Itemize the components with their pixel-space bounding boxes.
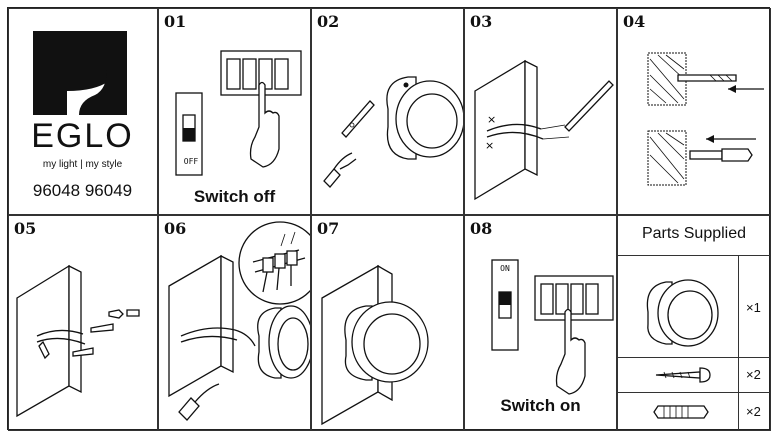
step-06-cell: 06	[158, 215, 311, 431]
step-number: 01	[164, 12, 187, 31]
switch-label: OFF	[183, 157, 199, 166]
step-number: 04	[623, 12, 646, 31]
brand-cell: EGLO my light | my style 96048 96049	[8, 8, 158, 215]
step-number: 06	[164, 219, 187, 238]
step-caption: Switch off	[193, 187, 276, 206]
fixture-disassembly-illustration	[323, 76, 463, 188]
step-number: 02	[317, 12, 340, 31]
switch-on-illustration	[491, 259, 614, 395]
eglo-logo	[33, 31, 127, 115]
step-number: 03	[470, 12, 493, 31]
wire-preparation-illustration: × ×	[474, 59, 614, 201]
screw-icon	[655, 367, 711, 383]
step-number: 07	[317, 219, 340, 238]
step-number: 08	[470, 219, 493, 238]
wiring-connection-illustration	[168, 221, 310, 421]
svg-text:×: ×	[485, 139, 494, 152]
parts-title: Parts Supplied	[641, 225, 747, 242]
qty-wall-plug: ×2	[746, 404, 761, 419]
mounted-fixture-illustration	[321, 264, 429, 426]
switch-label: ON	[500, 264, 510, 273]
step-01-cell: 01 OFF Switch off	[158, 8, 311, 215]
model-numbers: 96048 96049	[32, 181, 133, 200]
parts-supplied-panel: Parts Supplied ×1 ×2 ×2	[617, 215, 771, 431]
mounting-bracket-illustration	[16, 264, 140, 418]
step-caption: Switch on	[500, 396, 581, 415]
wall-lamp-icon	[646, 279, 719, 347]
parts-illustrations	[646, 279, 719, 419]
step-04-cell: 04	[617, 8, 771, 215]
step-07-cell: 07	[311, 215, 464, 431]
wall-plug-icon	[653, 405, 709, 419]
step-03-cell: 03 × ×	[464, 8, 617, 215]
brand-tagline: my light | my style	[42, 159, 123, 170]
step-02-cell: 02	[311, 8, 464, 215]
qty-wall-lamp: ×1	[746, 300, 761, 315]
brand-name: EGLO	[31, 117, 134, 155]
svg-text:×: ×	[487, 113, 496, 126]
step-08-cell: 08 ON Switch on	[464, 215, 617, 431]
instruction-sheet: EGLO my light | my style 96048 96049 01 …	[7, 7, 771, 431]
qty-screw: ×2	[746, 367, 761, 382]
step-number: 05	[14, 219, 37, 238]
step-05-cell: 05	[8, 215, 158, 431]
switch-off-illustration	[175, 50, 302, 176]
drilling-illustration	[647, 52, 764, 186]
